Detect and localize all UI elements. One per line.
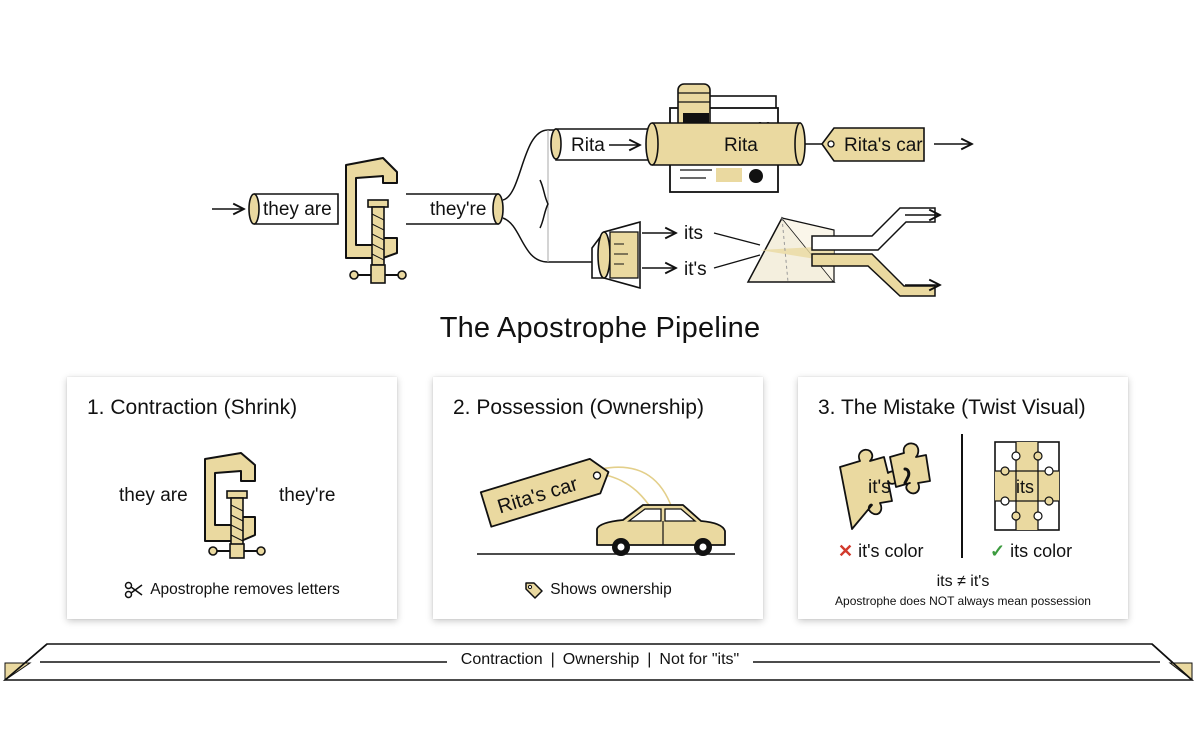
input-pipe: they are bbox=[248, 193, 339, 225]
scissors-icon bbox=[124, 581, 143, 599]
card-mistake: 3. The Mistake (Twist Visual) it's its ✕… bbox=[798, 377, 1128, 619]
card-caption: Apostrophe removes letters bbox=[67, 581, 397, 599]
card-title: 3. The Mistake (Twist Visual) bbox=[818, 396, 1086, 419]
fork-funnel: its it's bbox=[591, 220, 761, 290]
divider bbox=[961, 434, 963, 558]
wrong-piece-text: it's bbox=[868, 477, 891, 498]
card-right-text: they're bbox=[279, 485, 336, 506]
fork-out-2: it's bbox=[684, 259, 707, 280]
card-title: 1. Contraction (Shrink) bbox=[87, 396, 298, 419]
card-caption-text: Apostrophe removes letters bbox=[150, 581, 340, 599]
possession-tag-label: Rita's car bbox=[844, 135, 923, 156]
cross-icon: ✕ bbox=[838, 541, 854, 561]
prism-outputs bbox=[811, 207, 940, 297]
footer-item-ownership: Ownership bbox=[562, 651, 640, 668]
clamp-icon bbox=[345, 157, 407, 284]
input-label: they are bbox=[263, 199, 332, 220]
card-left-text: they are bbox=[119, 485, 188, 506]
possession-illustration: Rita's car bbox=[477, 458, 735, 556]
tag-icon bbox=[525, 582, 543, 599]
clamp-icon bbox=[204, 452, 266, 559]
complete-puzzle-icon: its bbox=[994, 441, 1060, 531]
car-icon bbox=[596, 504, 726, 556]
possession-input-label: Rita bbox=[571, 135, 605, 156]
contracted-pipe: they're bbox=[406, 193, 504, 225]
card-caption-text: Shows ownership bbox=[550, 581, 672, 599]
card-possession: 2. Possession (Ownership) Rita's car Sho… bbox=[433, 377, 763, 619]
right-piece-text: its bbox=[1016, 477, 1034, 497]
possession-input-pipe: Rita bbox=[550, 128, 651, 161]
possession-pipe: Rita bbox=[645, 122, 806, 166]
wrong-label: ✕it's color bbox=[838, 541, 924, 561]
card-caption: Shows ownership bbox=[433, 581, 763, 599]
possession-pipe-label: Rita bbox=[724, 135, 758, 156]
footer-item-contraction: Contraction bbox=[460, 651, 543, 668]
page-title: The Apostrophe Pipeline bbox=[439, 312, 761, 344]
right-label: ✓its color bbox=[990, 541, 1073, 561]
check-icon: ✓ bbox=[990, 541, 1006, 561]
contracted-label: they're bbox=[430, 199, 486, 220]
broken-puzzle-icon: it's bbox=[839, 442, 931, 530]
fork-connector bbox=[502, 129, 592, 263]
footer-separator: | bbox=[550, 651, 555, 668]
equation: its ≠ it's bbox=[936, 573, 990, 590]
pipeline-diagram: they are they're Rita bbox=[212, 83, 1200, 297]
note: Apostrophe does NOT always mean possessi… bbox=[835, 594, 1091, 608]
possession-tag: Rita's car bbox=[805, 127, 972, 162]
tag-icon: Rita's car bbox=[479, 458, 610, 528]
footer-separator: | bbox=[647, 651, 652, 668]
fork-out-1: its bbox=[684, 223, 703, 244]
footer: Contraction | Ownership | Not for "its" bbox=[0, 651, 1200, 669]
card-title: 2. Possession (Ownership) bbox=[453, 396, 704, 419]
card-contraction: 1. Contraction (Shrink) they are they're… bbox=[67, 377, 397, 619]
footer-item-not-for-its: Not for "its" bbox=[659, 651, 740, 668]
